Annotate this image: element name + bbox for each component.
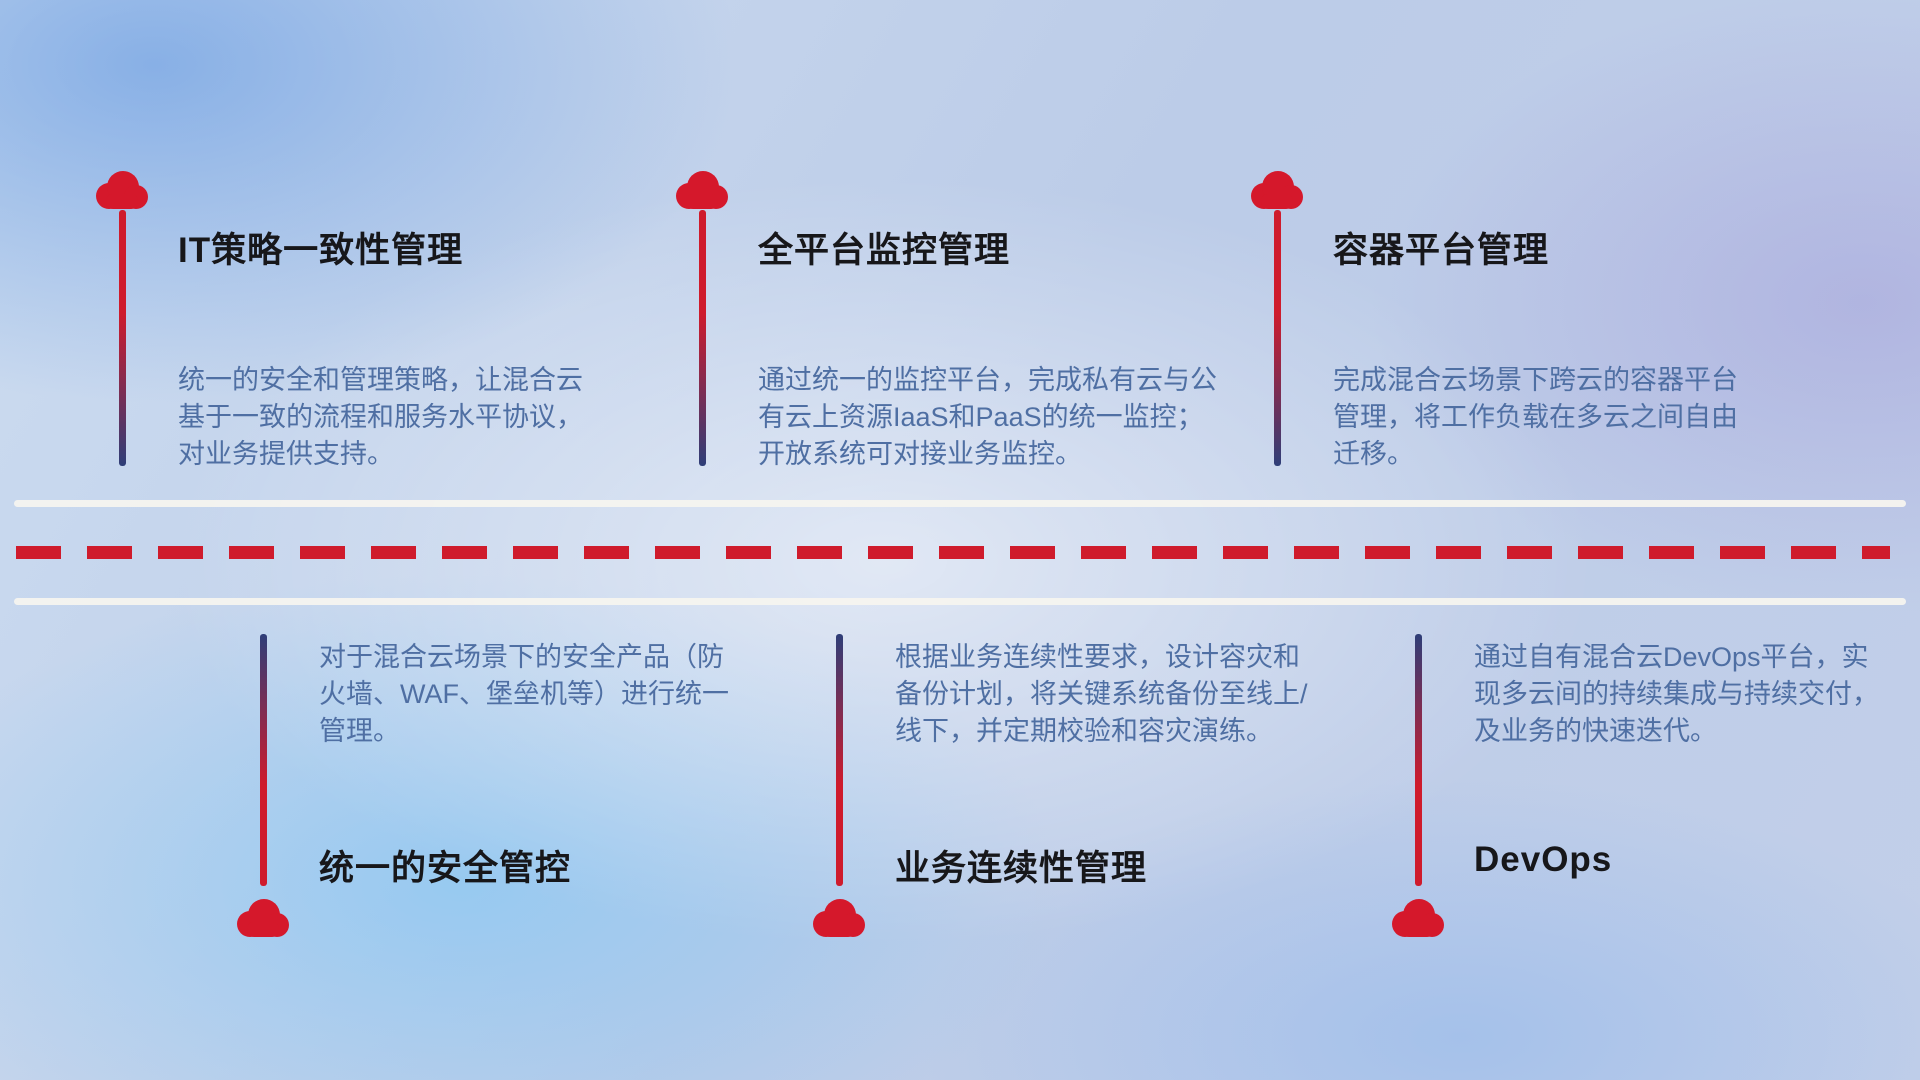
road-dashed-line — [16, 546, 1890, 559]
cloud-icon — [234, 898, 292, 938]
timeline-stem — [698, 210, 706, 466]
item-description: 根据业务连续性要求，设计容灾和备份计划，将关键系统备份至线上/线下，并定期校验和… — [895, 642, 1308, 746]
road-line-top — [14, 500, 1906, 507]
item-description: 对于混合云场景下的安全产品（防火墙、WAF、堡垒机等）进行统一管理。 — [319, 642, 729, 746]
timeline-stem — [1273, 210, 1281, 466]
timeline-stem — [118, 210, 126, 466]
item-description: 完成混合云场景下跨云的容器平台管理，将工作负载在多云之间自由迁移。 — [1333, 365, 1738, 469]
item-title: 统一的安全管控 — [319, 849, 572, 888]
item-title: 容器平台管理 — [1333, 231, 1550, 270]
road-line-bottom — [14, 598, 1906, 605]
item-title: IT策略一致性管理 — [178, 231, 464, 270]
item-description: 通过自有混合云DevOps平台，实现多云间的持续集成与持续交付，及业务的快速迭代… — [1474, 642, 1879, 746]
cloud-icon — [673, 170, 731, 210]
timeline-stem — [835, 634, 843, 886]
item-title: 全平台监控管理 — [758, 231, 1011, 270]
item-title: 业务连续性管理 — [895, 849, 1148, 888]
item-description: 通过统一的监控平台，完成私有云与公有云上资源IaaS和PaaS的统一监控；开放系… — [758, 365, 1217, 469]
timeline-stem — [1414, 634, 1422, 886]
cloud-icon — [93, 170, 151, 210]
item-description: 统一的安全和管理策略，让混合云基于一致的流程和服务水平协议，对业务提供支持。 — [178, 365, 583, 469]
cloud-icon — [810, 898, 868, 938]
cloud-icon — [1389, 898, 1447, 938]
item-title: DevOps — [1474, 840, 1613, 879]
timeline-stem — [259, 634, 267, 886]
cloud-icon — [1248, 170, 1306, 210]
